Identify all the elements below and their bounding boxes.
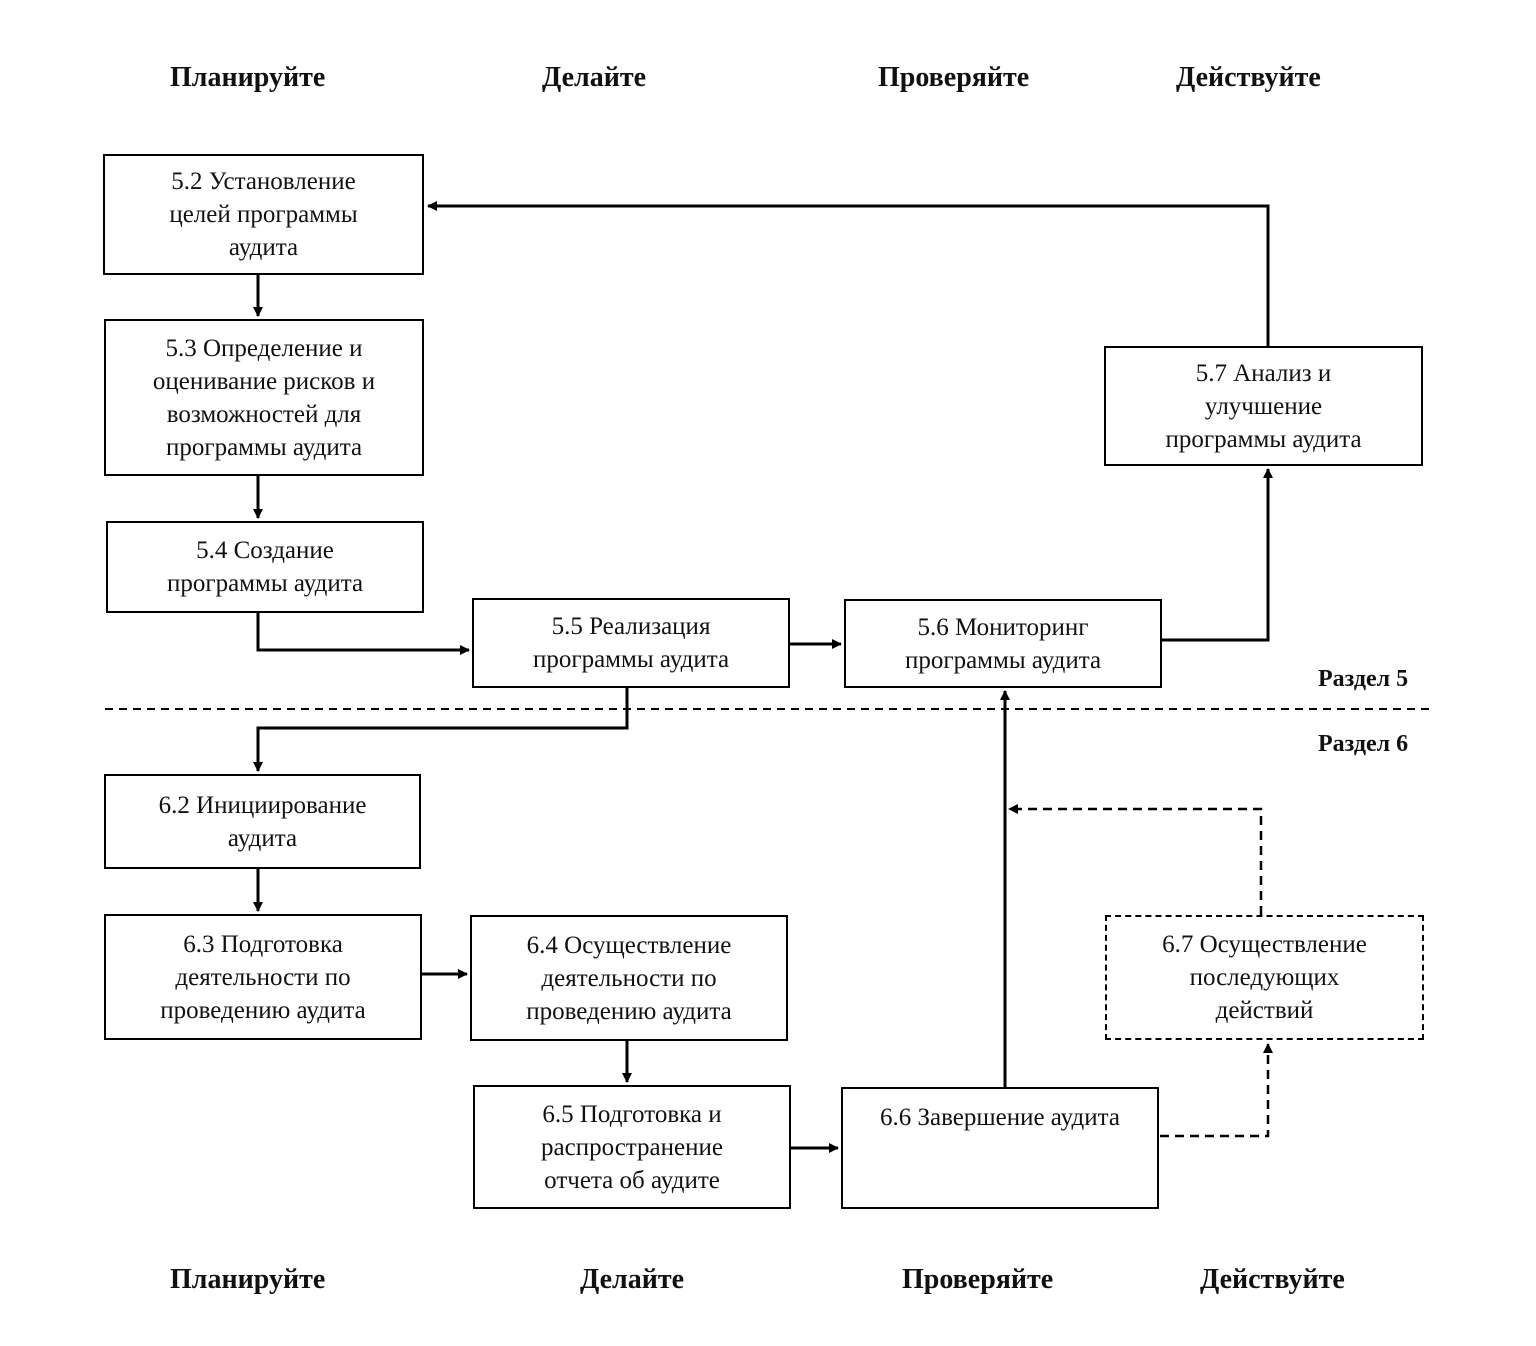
box-6-5-line-1: 6.5 Подготовка и [542,1100,722,1128]
box-6-2-line-1: 6.2 Инициирование [158,791,367,819]
phase-check-top: Проверяйте [878,62,1030,93]
box-5-6-line-1: 5.6 Мониторинг [917,613,1089,641]
box-5-2-line-3: аудита [228,234,299,261]
box-6-6-complete: 6.6 Завершение аудита [841,1087,1159,1209]
arrow-57-52 [427,201,1270,346]
box-5-5-implement: 5.5 Реализация программы аудита [472,598,790,688]
box-5-2-objectives: 5.2 Установление целей программы аудита [103,154,424,275]
box-6-3-line-2: деятельности по [175,963,351,991]
section-5-label: Раздел 5 [1318,666,1409,692]
box-5-7-line-1: 5.7 Анализ и [1195,359,1332,387]
box-5-2-line-2: целей программы [169,201,358,228]
phase-plan-top: Планируйте [170,62,326,93]
box-5-3-line-3: возможностей для [166,400,362,428]
box-5-3-line-4: программы аудита [165,433,363,461]
box-5-4-line-2: программы аудита [166,570,364,597]
box-5-5-line-2: программы аудита [532,646,730,673]
box-6-2-line-2: аудита [227,824,298,852]
box-6-4-conduct: 6.4 Осуществление деятельности по провед… [470,915,788,1041]
arrow-54-55 [256,613,470,655]
box-5-6-line-2: программы аудита [904,646,1102,674]
phase-do-bottom: Делайте [580,1264,685,1295]
dashed-arrow-67-66 [1008,804,1263,915]
phase-do-top: Делайте [542,62,647,93]
box-6-3-line-3: проведению аудита [160,996,366,1024]
box-6-4-line-2: деятельности по [541,964,717,992]
phase-plan-bottom: Планируйте [170,1264,326,1295]
arrow-55-62 [253,688,629,772]
phase-act-top: Действуйте [1176,62,1321,93]
box-5-3-risks: 5.3 Определение и оценивание рисков и во… [104,319,424,476]
box-6-3-line-1: 6.3 Подготовка [183,930,343,958]
box-6-4-line-3: проведению аудита [526,997,732,1025]
box-5-7-line-2: улучшение [1204,392,1323,420]
box-5-2-line-1: 5.2 Установление [171,168,356,195]
box-6-6-line-1: 6.6 Завершение аудита [879,1104,1120,1131]
box-5-5-line-1: 5.5 Реализация [551,613,711,640]
dashed-arrow-66-67 [1160,1043,1273,1138]
box-6-2-initiate: 6.2 Инициирование аудита [104,774,421,869]
phase-act-bottom: Действуйте [1200,1264,1345,1295]
box-6-7-line-2: последующих [1189,964,1340,991]
box-5-4-line-1: 5.4 Создание [196,537,334,564]
box-5-3-line-1: 5.3 Определение и [165,334,363,362]
section-6-label: Раздел 6 [1318,731,1409,757]
box-5-7-line-3: программы аудита [1165,425,1362,453]
box-6-7-line-1: 6.7 Осуществление [1162,931,1367,958]
box-6-5-line-2: распространение [541,1133,723,1161]
box-6-4-line-1: 6.4 Осуществление [526,931,732,959]
box-5-6-monitor: 5.6 Мониторинг программы аудита [844,599,1162,688]
box-6-5-line-3: отчета об аудите [544,1166,720,1194]
box-6-5-report: 6.5 Подготовка и распространение отчета … [473,1085,791,1209]
box-5-4-establish: 5.4 Создание программы аудита [106,521,424,613]
box-6-3-prepare: 6.3 Подготовка деятельности по проведени… [104,914,422,1040]
box-6-7-follow-up: 6.7 Осуществление последующих действий [1105,915,1424,1040]
box-5-3-line-2: оценивание рисков и [152,367,376,395]
box-5-7-review: 5.7 Анализ и улучшение программы аудита [1104,346,1423,466]
box-6-7-line-3: действий [1215,997,1314,1024]
arrow-56-57 [1162,468,1273,642]
phase-check-bottom: Проверяйте [902,1264,1054,1295]
